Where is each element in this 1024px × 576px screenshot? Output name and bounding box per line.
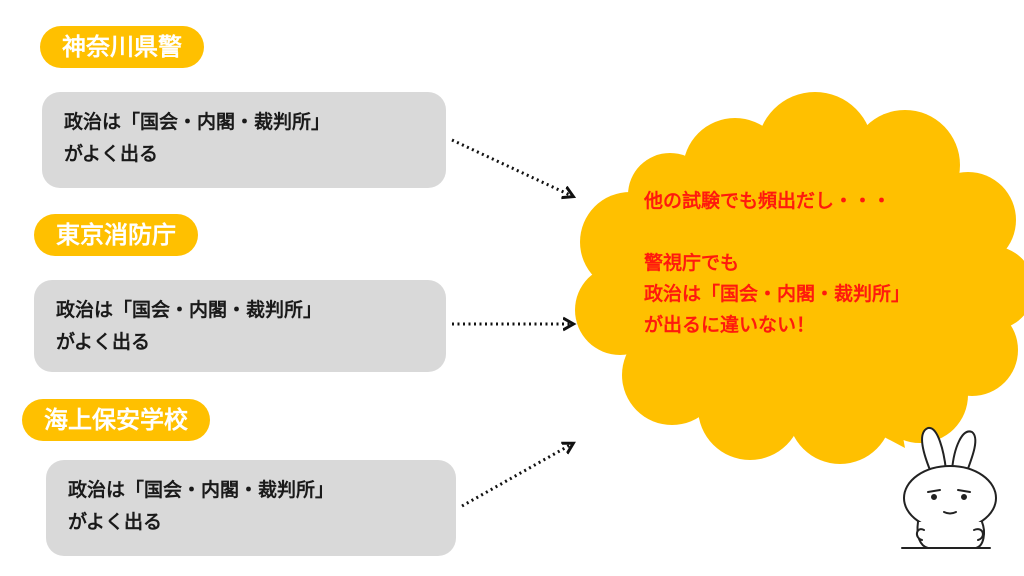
conclusion-text: 他の試験でも頻出だし・・・ 警視庁でも 政治は「国会・内閣・裁判所」 が出るに違… <box>644 186 910 341</box>
conclusion-line-4: 政治は「国会・内閣・裁判所」 <box>644 283 911 305</box>
source-box-coast-guard: 政治は「国会・内閣・裁判所」 がよく出る <box>46 460 456 556</box>
label-coast-guard-school: 海上保安学校 <box>22 399 210 441</box>
source-box-kanagawa: 政治は「国会・内閣・裁判所」 がよく出る <box>42 92 446 188</box>
source-box-text-line1: 政治は「国会・内閣・裁判所」 <box>56 299 323 321</box>
dotted-arrow-kanagawa <box>451 138 572 196</box>
conclusion-line-1: 他の試験でも頻出だし・・・ <box>644 190 892 212</box>
conclusion-line-3: 警視庁でも <box>644 252 740 274</box>
label-kanagawa-police: 神奈川県警 <box>40 26 204 68</box>
conclusion-line-5: が出るに違いない！ <box>644 314 816 336</box>
source-box-text-line2: がよく出る <box>64 143 159 165</box>
source-box-text-line1: 政治は「国会・内閣・裁判所」 <box>68 479 335 501</box>
source-box-text-line2: がよく出る <box>56 331 151 353</box>
source-box-tokyo: 政治は「国会・内閣・裁判所」 がよく出る <box>34 280 446 372</box>
source-box-text-line1: 政治は「国会・内閣・裁判所」 <box>64 111 331 133</box>
dotted-arrow-coast-guard <box>461 444 572 508</box>
label-tokyo-fire-department: 東京消防庁 <box>34 214 198 256</box>
source-box-text-line2: がよく出る <box>68 511 163 533</box>
